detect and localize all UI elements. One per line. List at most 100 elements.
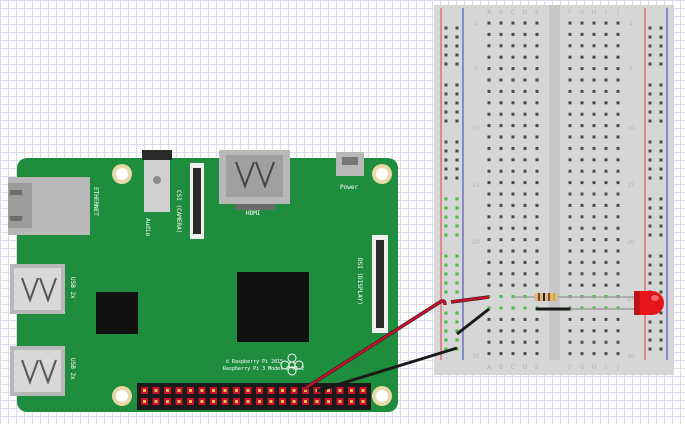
- breadboard-hole: [592, 78, 596, 82]
- breadboard-hole: [648, 149, 652, 153]
- breadboard-hole: [444, 110, 448, 114]
- row-number-5-right: 5: [629, 65, 633, 72]
- breadboard-hole: [568, 352, 572, 356]
- breadboard-hole: [616, 215, 620, 219]
- breadboard-hole: [648, 176, 652, 180]
- breadboard-hole: [523, 203, 527, 207]
- breadboard-hole: [499, 21, 503, 25]
- breadboard-hole: [604, 249, 608, 253]
- column-letter-b-bottom: B: [499, 364, 503, 371]
- breadboard-hole: [604, 67, 608, 71]
- breadboard-hole: [604, 55, 608, 59]
- breadboard-hole: [568, 55, 572, 59]
- breadboard-hole: [580, 89, 584, 93]
- breadboard-hole: [568, 283, 572, 287]
- gpio-pin-core: [269, 400, 273, 403]
- breadboard-hole: [455, 92, 459, 96]
- breadboard-hole: [523, 226, 527, 230]
- breadboard-hole: [511, 272, 515, 276]
- breadboard-hole: [444, 233, 448, 237]
- breadboard-hole: [648, 53, 652, 57]
- breadboard-hole: [499, 55, 503, 59]
- wires: [303, 295, 490, 393]
- breadboard-hole: [535, 44, 539, 48]
- breadboard-hole: [580, 67, 584, 71]
- breadboard-hole: [659, 224, 663, 228]
- breadboard-hole: [535, 89, 539, 93]
- breadboard-hole: [616, 55, 620, 59]
- column-letter-c-top: C: [511, 9, 515, 16]
- breadboard-hole: [659, 35, 663, 39]
- breadboard-hole: [499, 89, 503, 93]
- breadboard-hole: [659, 263, 663, 267]
- usb-label-top: USB 2x: [69, 277, 76, 299]
- breadboard-hole: [511, 44, 515, 48]
- breadboard-hole: [592, 135, 596, 139]
- breadboard-hole: [444, 311, 448, 315]
- breadboard-hole: [444, 215, 448, 219]
- breadboard-hole: [499, 226, 503, 230]
- breadboard-hole: [592, 272, 596, 276]
- breadboard-hole: [487, 21, 491, 25]
- breadboard-hole: [616, 203, 620, 207]
- breadboard-hole: [444, 62, 448, 66]
- audio-jack: [142, 150, 172, 212]
- breadboard-hole: [648, 263, 652, 267]
- breadboard-hole: [444, 347, 448, 351]
- breadboard-hole: [455, 311, 459, 315]
- breadboard-hole: [455, 176, 459, 180]
- breadboard-hole: [659, 197, 663, 201]
- breadboard-hole: [592, 238, 596, 242]
- breadboard-hole: [592, 226, 596, 230]
- breadboard-hole: [535, 215, 539, 219]
- breadboard-hole: [455, 254, 459, 258]
- breadboard-hole: [487, 295, 491, 299]
- breadboard-hole: [580, 306, 584, 310]
- breadboard-hole: [487, 135, 491, 139]
- breadboard-hole: [523, 89, 527, 93]
- breadboard-hole: [511, 283, 515, 287]
- usb-label-bottom: USB 2x: [69, 358, 76, 380]
- gpio-pin-core: [292, 389, 296, 392]
- breadboard-hole: [511, 329, 515, 333]
- breadboard-hole: [580, 169, 584, 173]
- breadboard-hole: [616, 124, 620, 128]
- breadboard-hole: [511, 67, 515, 71]
- breadboard-hole: [487, 181, 491, 185]
- column-letter-d-top: D: [523, 9, 528, 16]
- breadboard-hole: [444, 254, 448, 258]
- breadboard-hole: [535, 101, 539, 105]
- breadboard-hole: [616, 329, 620, 333]
- gpio-pin-core: [338, 400, 342, 403]
- breadboard-hole: [535, 67, 539, 71]
- breadboard-hole: [580, 181, 584, 185]
- breadboard-hole: [580, 238, 584, 242]
- breadboard-hole: [511, 78, 515, 82]
- gpio-pin-core: [235, 389, 238, 392]
- breadboard-hole: [487, 124, 491, 128]
- breadboard-hole: [592, 124, 596, 128]
- breadboard-hole: [616, 260, 620, 264]
- row-number-30-right: 30: [627, 353, 635, 360]
- breadboard-hole: [648, 329, 652, 333]
- breadboard-hole: [523, 317, 527, 321]
- breadboard-hole: [444, 206, 448, 210]
- breadboard-hole: [523, 55, 527, 59]
- breadboard-hole: [592, 158, 596, 162]
- column-letter-g-top: G: [580, 9, 585, 16]
- breadboard-hole: [659, 92, 663, 96]
- breadboard-hole: [568, 78, 572, 82]
- breadboard-hole: [523, 101, 527, 105]
- breadboard-hole: [580, 260, 584, 264]
- breadboard-hole: [604, 317, 608, 321]
- breadboard-hole: [511, 306, 515, 310]
- breadboard-hole: [535, 169, 539, 173]
- breadboard-hole: [523, 32, 527, 36]
- breadboard-hole: [511, 352, 515, 356]
- audio-label: Audio: [144, 218, 151, 236]
- breadboard-hole: [499, 78, 503, 82]
- column-letter-h-bottom: H: [592, 364, 597, 371]
- breadboard-hole: [535, 203, 539, 207]
- breadboard-hole: [455, 320, 459, 324]
